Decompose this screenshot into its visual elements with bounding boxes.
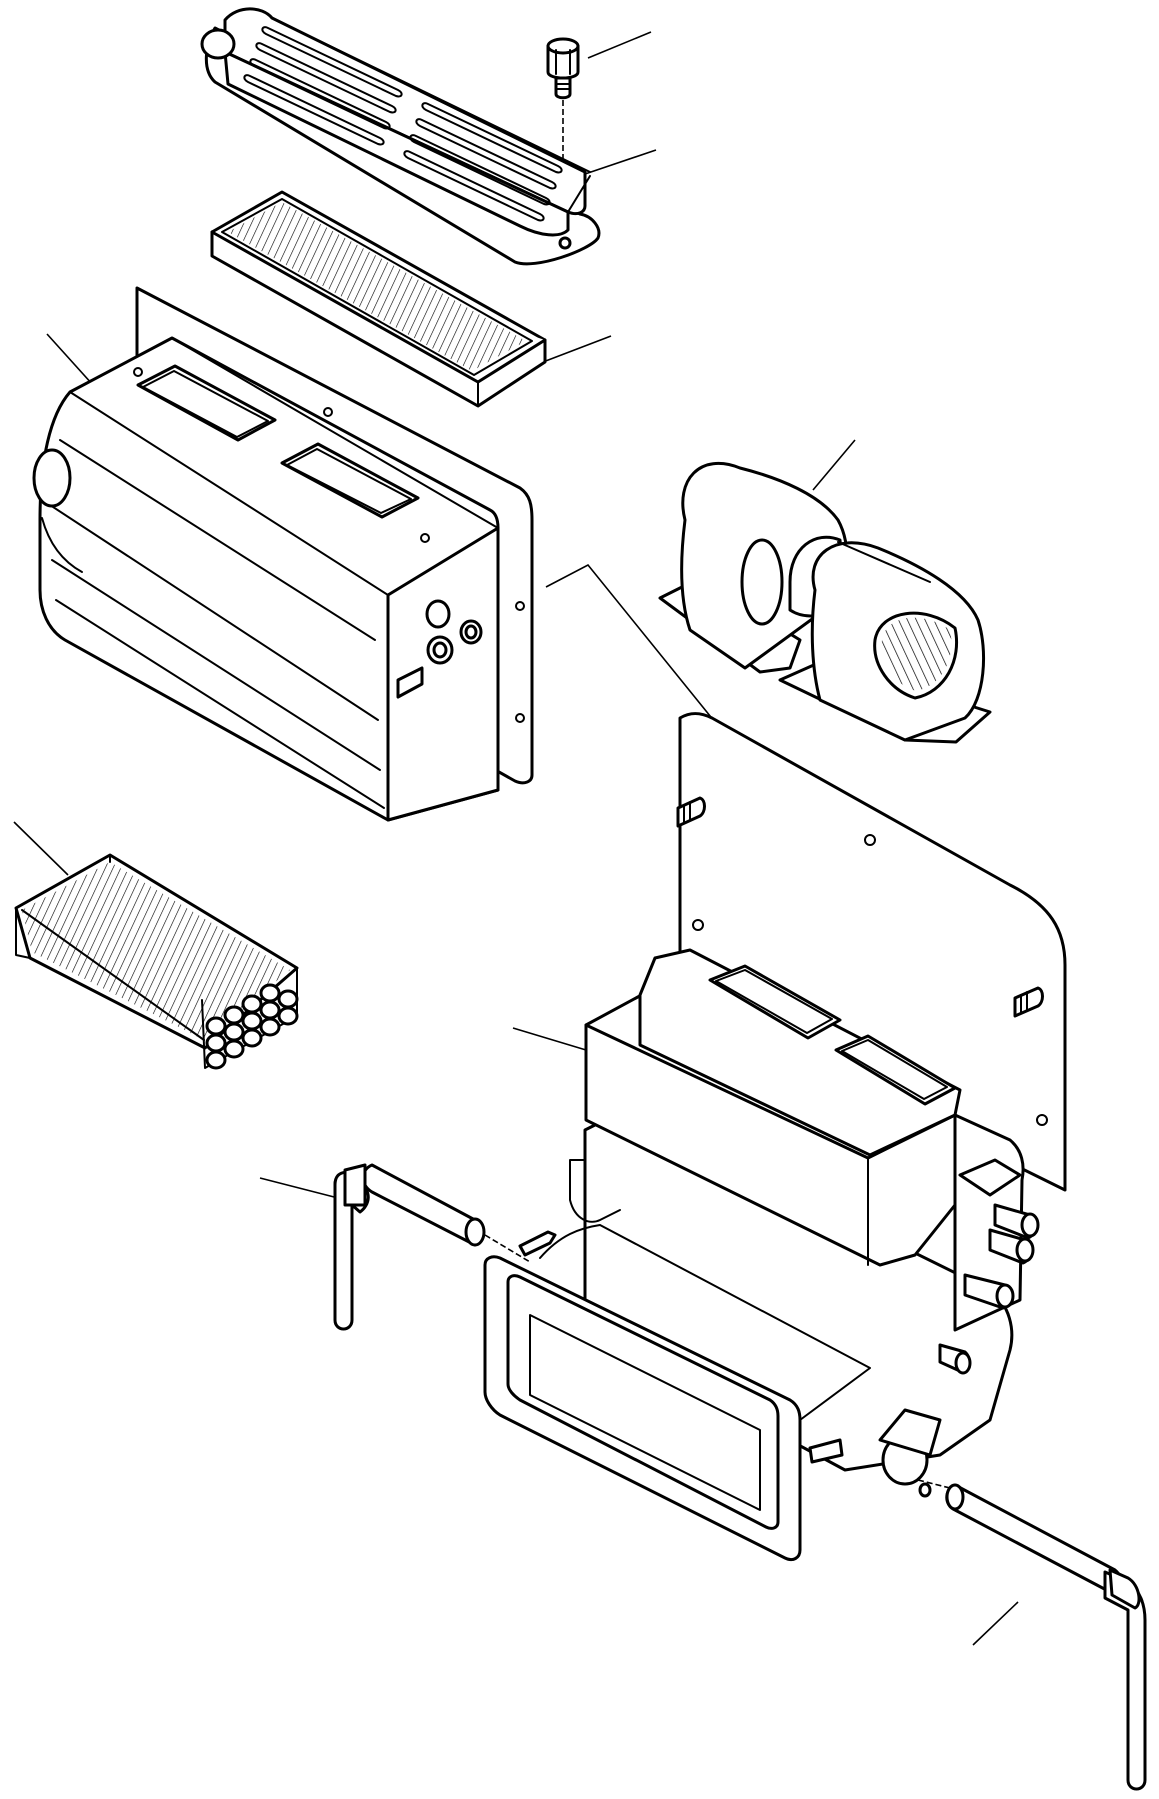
leader-cover [584, 149, 657, 175]
leader-core [13, 821, 69, 876]
grommet-icon [426, 619, 483, 665]
leader-blower [812, 439, 856, 491]
leader-unit [512, 1027, 587, 1051]
screw-icon [546, 37, 580, 238]
leader-case [46, 333, 94, 386]
leader-filter [542, 335, 612, 363]
core-tubes [205, 983, 299, 1070]
heater-assembly-icon [483, 948, 1040, 1562]
leader-inlet-pipe [259, 1177, 339, 1199]
blower-icon [658, 462, 992, 744]
housing-icon [32, 286, 534, 822]
leader-outlet-pipe [972, 1601, 1019, 1646]
vent-slots [243, 26, 563, 222]
pipe-icon [333, 1163, 531, 1331]
pipe-icon [917, 1479, 1147, 1791]
filter-icon [210, 190, 547, 408]
vented-cover-icon [200, 7, 601, 266]
plate-icon [676, 712, 1067, 1192]
leader-screw [587, 31, 652, 59]
radiator-core-icon [14, 853, 299, 1070]
stud-icon [676, 796, 1044, 1018]
